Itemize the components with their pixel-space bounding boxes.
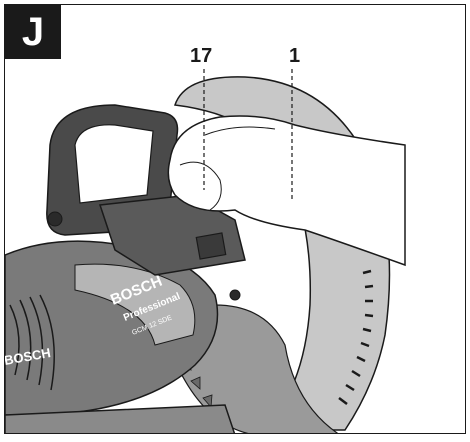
callout-17: 17 <box>190 45 213 67</box>
callout-1: 1 <box>289 45 301 67</box>
hand-finger <box>204 126 276 136</box>
figure-label: J <box>5 5 61 59</box>
trigger-switch <box>195 232 227 260</box>
saw-base <box>5 404 236 433</box>
miter-saw-illustration: BOSCH Professional GCM 12 SDE BOSCH <box>5 69 406 433</box>
motor-housing-highlight <box>74 263 196 346</box>
guard-vents <box>338 269 374 405</box>
hand-thumb <box>179 161 222 211</box>
lock-knob <box>47 211 63 227</box>
cooling-fins <box>9 294 55 391</box>
figure-panel: BOSCH Professional GCM 12 SDE BOSCH J 17… <box>4 4 466 434</box>
screw <box>229 289 241 301</box>
hand <box>167 115 406 267</box>
handle-opening <box>74 124 154 204</box>
